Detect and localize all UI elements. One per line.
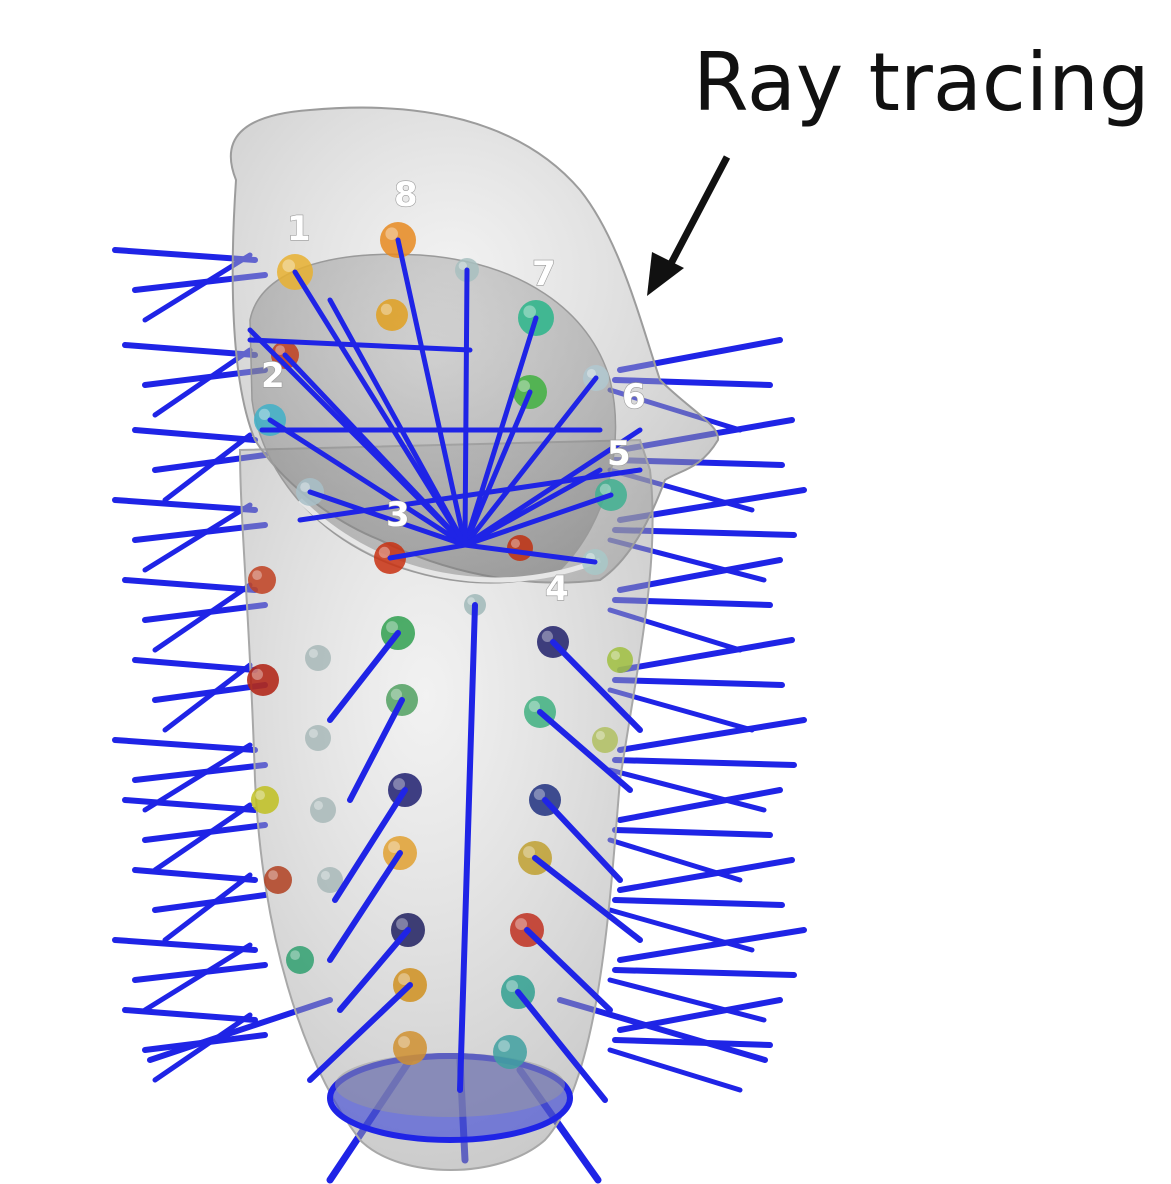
- detector-sphere: [305, 725, 331, 751]
- ray-right: [615, 900, 782, 905]
- detector-sphere: [305, 645, 331, 671]
- detector-sphere: [286, 946, 314, 974]
- ray-right: [620, 930, 804, 960]
- ray-right: [610, 980, 764, 1020]
- sphere-highlight: [596, 731, 605, 740]
- detector-sphere: [264, 866, 292, 894]
- sphere-highlight: [321, 871, 330, 880]
- sphere-highlight: [498, 1040, 510, 1052]
- ray-left: [115, 740, 255, 750]
- label-7: 7: [532, 254, 556, 294]
- detector-sphere: [310, 797, 336, 823]
- ray-left: [135, 870, 255, 880]
- sphere-highlight: [385, 227, 398, 240]
- ray-left: [135, 660, 255, 670]
- label-4: 4: [545, 569, 569, 609]
- ray-left: [125, 1010, 255, 1020]
- ray-right: [615, 830, 770, 835]
- sphere-highlight: [314, 801, 323, 810]
- arrow-to-shell: [647, 157, 727, 296]
- sphere-highlight: [523, 305, 536, 318]
- sphere-highlight: [252, 570, 262, 580]
- ray-right: [615, 680, 782, 685]
- detector-sphere: [607, 647, 633, 673]
- sphere-highlight: [255, 790, 265, 800]
- label-1: 1: [287, 209, 311, 249]
- ray-left: [115, 500, 255, 510]
- label-8: 8: [394, 175, 418, 215]
- sphere-highlight: [282, 259, 295, 272]
- ray-right: [620, 860, 792, 890]
- detector-sphere: [493, 1035, 527, 1069]
- detector-sphere: [247, 664, 279, 696]
- detector-sphere: [393, 1031, 427, 1065]
- label-2: 2: [261, 356, 285, 396]
- ray-right: [610, 770, 764, 810]
- ray-right: [620, 720, 804, 750]
- sphere-highlight: [252, 669, 263, 680]
- detector-sphere: [507, 535, 533, 561]
- detector-sphere: [592, 727, 618, 753]
- sphere-highlight: [309, 729, 318, 738]
- label-6: 6: [622, 377, 646, 417]
- label-5: 5: [607, 434, 631, 474]
- sphere-highlight: [290, 950, 300, 960]
- sphere-highlight: [611, 651, 620, 660]
- sphere-highlight: [398, 1036, 410, 1048]
- detector-sphere: [248, 566, 276, 594]
- label-3: 3: [386, 495, 410, 535]
- ray-inner: [465, 270, 467, 545]
- ray-right: [615, 970, 794, 975]
- ray-right: [620, 640, 792, 670]
- ray-left: [115, 940, 255, 950]
- sphere-highlight: [518, 380, 530, 392]
- ray-right: [610, 1050, 740, 1090]
- ray-right: [615, 760, 794, 765]
- detector-sphere: [376, 299, 408, 331]
- ray-left: [125, 580, 255, 590]
- sphere-highlight: [511, 539, 520, 548]
- sphere-highlight: [268, 870, 278, 880]
- sphere-highlight: [309, 649, 318, 658]
- sphere-highlight: [381, 304, 392, 315]
- detector-sphere: [251, 786, 279, 814]
- ray-left: [135, 430, 255, 440]
